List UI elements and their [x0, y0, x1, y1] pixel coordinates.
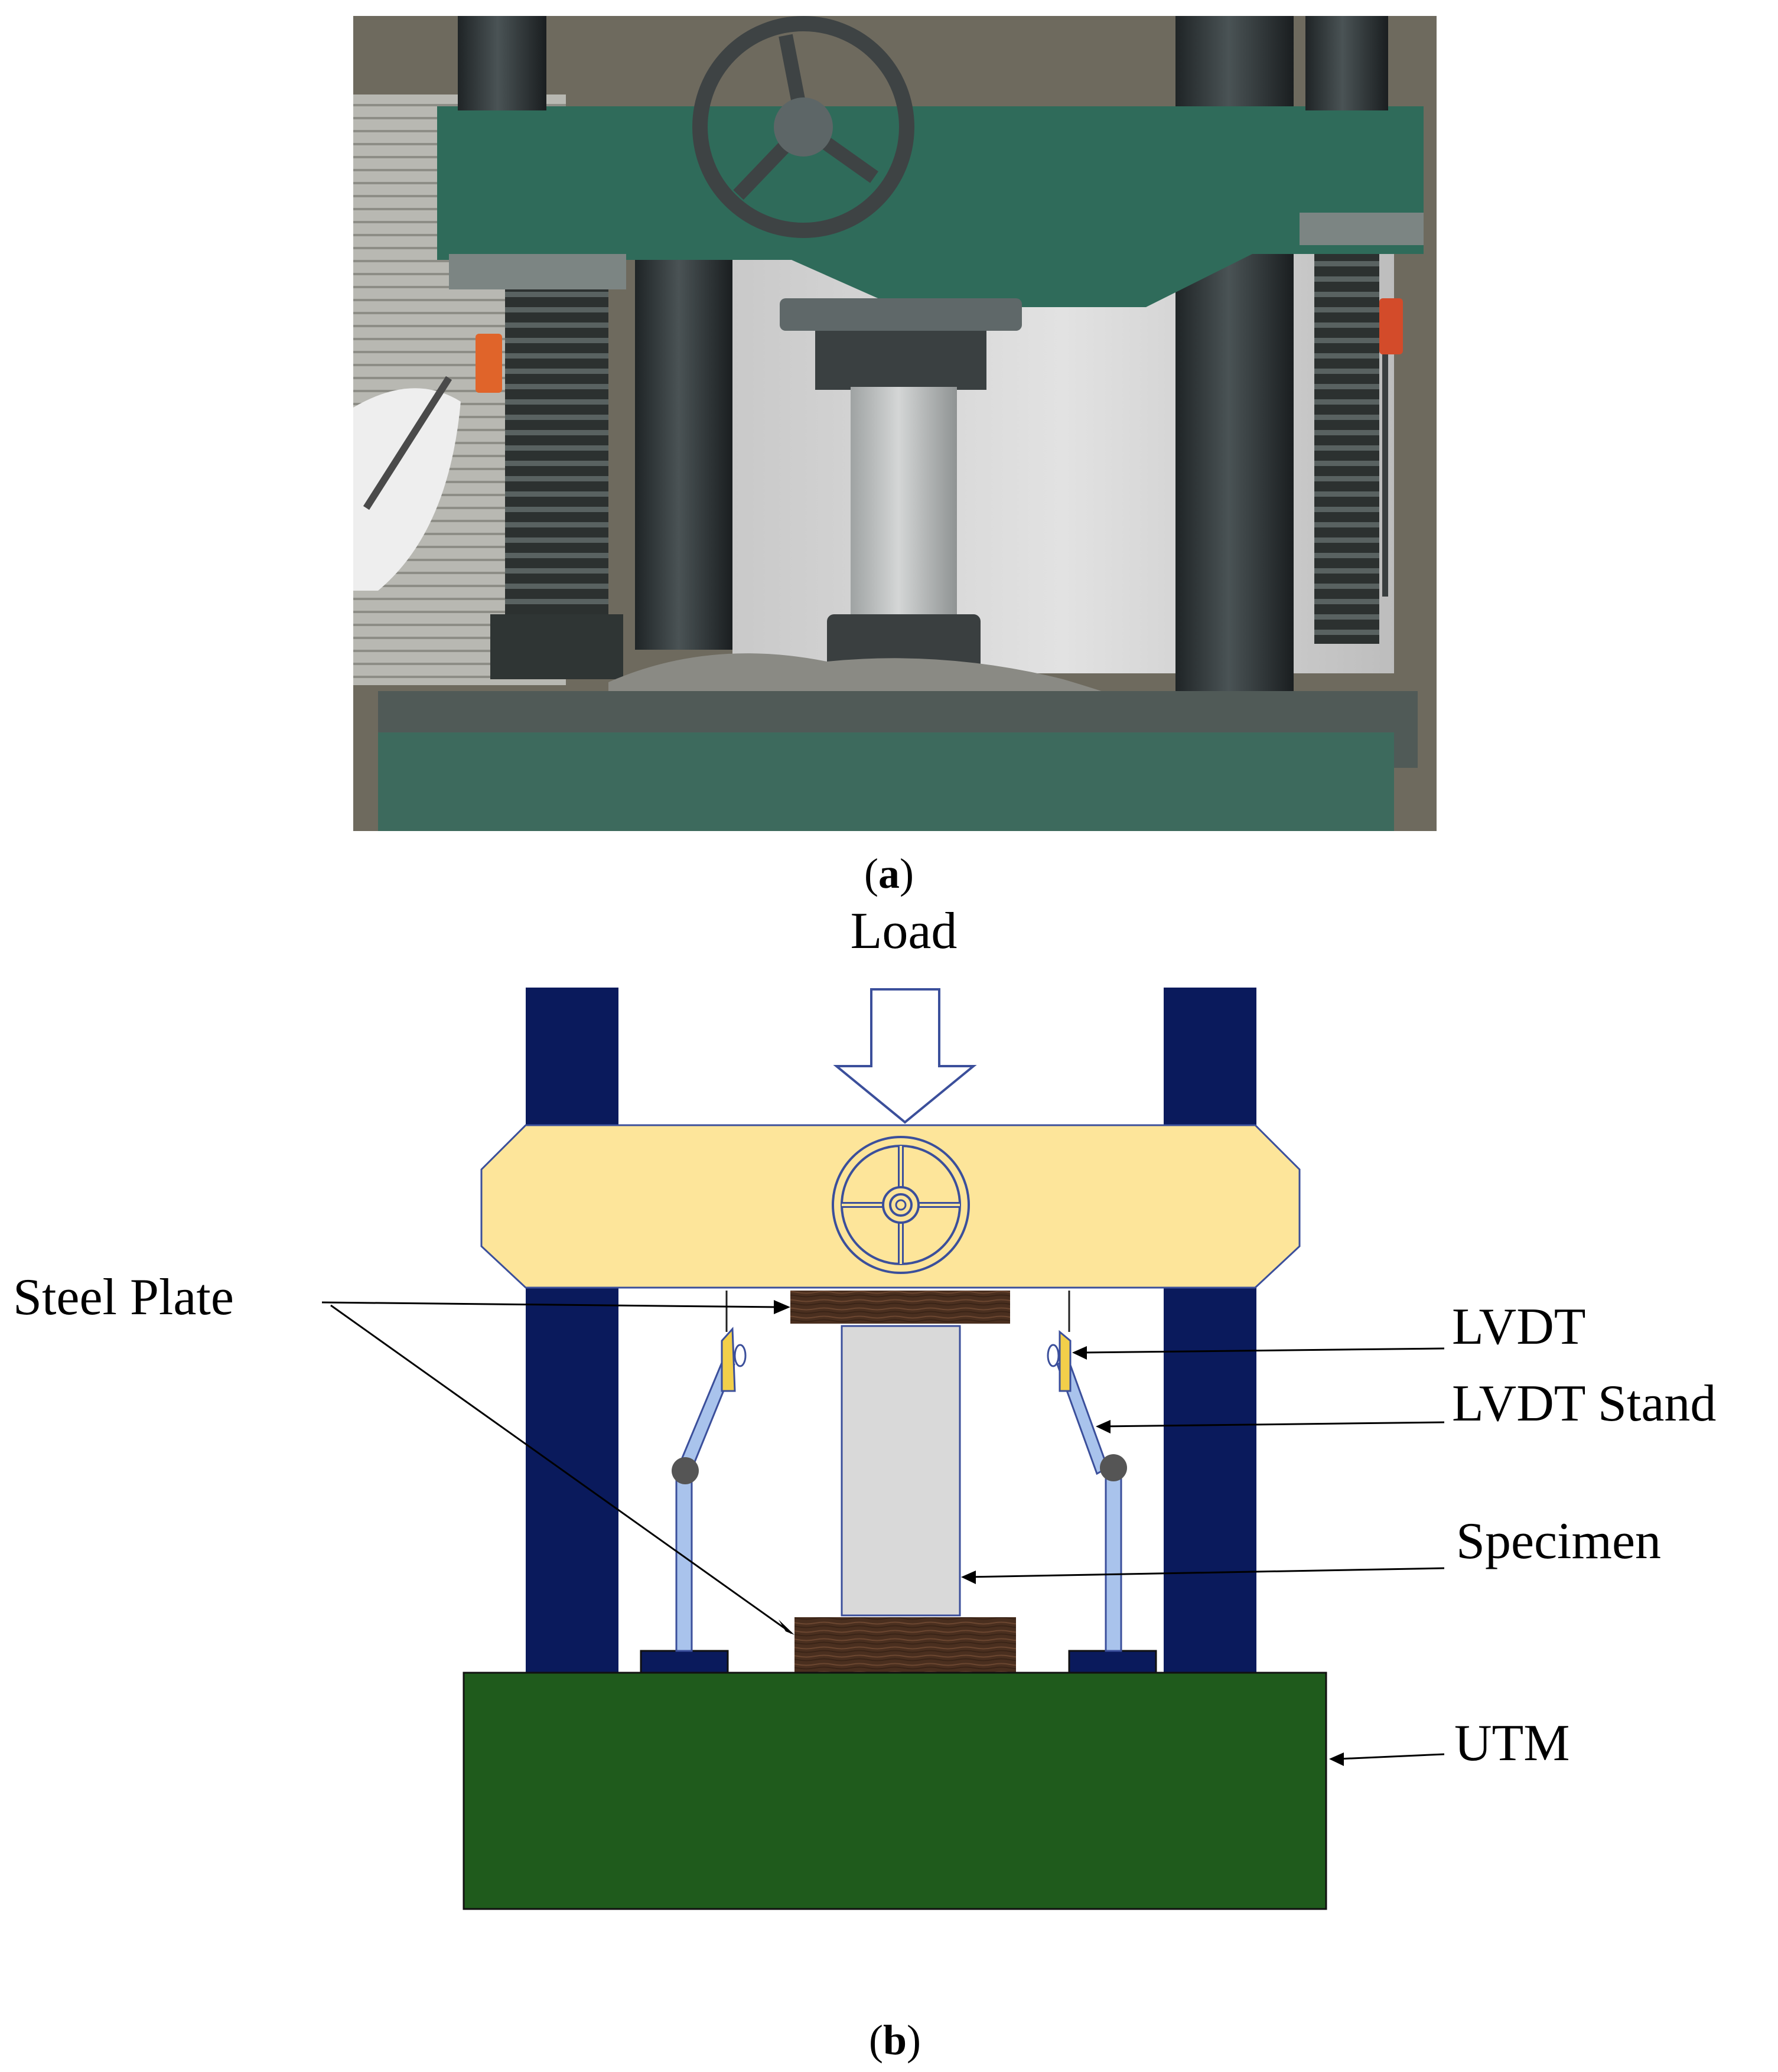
right-collar	[1300, 213, 1424, 245]
arrowhead-icon	[774, 1300, 790, 1314]
arrowhead-icon	[1329, 1752, 1344, 1766]
right-column	[1164, 988, 1256, 1673]
specimen	[841, 1325, 961, 1617]
left-collar	[449, 254, 626, 289]
left-stand-joint	[672, 1457, 699, 1484]
right-gauge	[1379, 298, 1403, 354]
load-label: Load	[851, 903, 958, 960]
leader-lines	[321, 1301, 1445, 1760]
left-gauge	[476, 334, 502, 393]
upper-platen	[780, 298, 1022, 331]
right-lvdt	[1047, 1291, 1072, 1392]
load-arrow-icon	[833, 988, 977, 1124]
specimen-label: Specimen	[1456, 1513, 1661, 1570]
panel-b-schematic: Load	[13, 903, 1716, 1910]
dish-arm	[363, 376, 452, 510]
arrowhead-icon	[1096, 1420, 1111, 1434]
utm-label: UTM	[1454, 1715, 1570, 1772]
lower-platen	[827, 614, 981, 670]
arrowhead-icon	[961, 1571, 976, 1584]
top-steel-plate	[790, 1291, 1010, 1324]
dish-object	[353, 388, 461, 591]
rear-pillar	[635, 260, 732, 650]
right-lvdt-stand	[1056, 1357, 1157, 1674]
left-threaded-column	[505, 278, 608, 662]
lvdt-label: LVDT	[1452, 1298, 1586, 1356]
top-right-column	[1305, 16, 1388, 110]
caption-b: (b)	[869, 2016, 921, 2064]
machine-bed	[378, 732, 1394, 831]
lvdt-stand-label: LVDT Stand	[1452, 1375, 1716, 1432]
top-left-column	[458, 16, 546, 110]
photo-specimen	[851, 387, 957, 635]
arrowhead-icon	[779, 1620, 794, 1635]
caption-a: (a)	[864, 850, 914, 897]
bottom-steel-plate	[794, 1617, 1016, 1673]
right-stand-joint	[1100, 1454, 1127, 1481]
machine-crosshead	[437, 106, 1424, 307]
left-column	[526, 988, 618, 1673]
panel-a-photo	[353, 16, 1437, 831]
handwheel-icon	[832, 1136, 970, 1274]
right-threaded-column	[1314, 230, 1379, 644]
handwheel-icon	[692, 16, 914, 238]
arrowhead-icon	[1072, 1346, 1087, 1360]
left-column-nut	[490, 614, 623, 679]
upper-platen-body	[815, 331, 986, 390]
steel-plate-label: Steel Plate	[13, 1269, 234, 1326]
leader-arrowheads	[774, 1300, 1344, 1766]
left-lvdt-stand	[640, 1357, 735, 1674]
utm-base	[463, 1672, 1327, 1910]
left-lvdt	[721, 1291, 747, 1392]
